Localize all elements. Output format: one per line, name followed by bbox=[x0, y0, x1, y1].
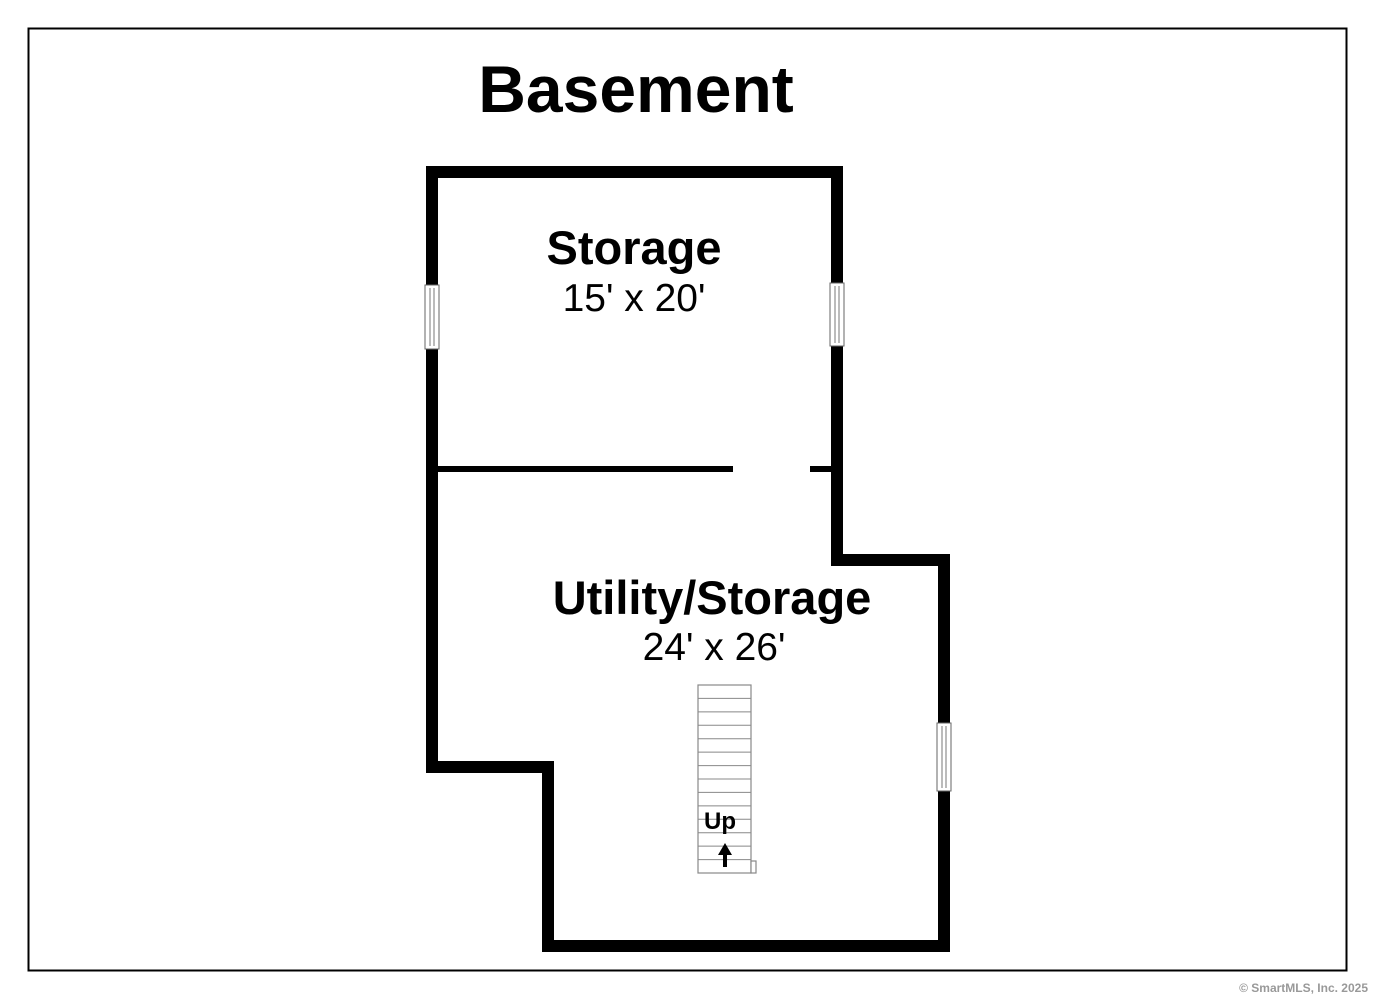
room-name: Utility/Storage bbox=[553, 571, 872, 624]
room-utility-storage: Utility/Storage 24' x 26' bbox=[553, 571, 872, 669]
room-dimensions: 24' x 26' bbox=[643, 626, 786, 669]
stair-landing-tab bbox=[750, 860, 757, 874]
arrow-up-icon bbox=[718, 843, 732, 867]
stairs: Up bbox=[697, 684, 757, 874]
stairs-label: Up bbox=[704, 808, 736, 835]
window-utility bbox=[936, 722, 952, 792]
page-border bbox=[27, 27, 1348, 972]
room-dimensions: 15' x 20' bbox=[563, 277, 706, 320]
window-right bbox=[829, 282, 845, 347]
window-left bbox=[424, 284, 440, 350]
copyright: © SmartMLS, Inc. 2025 bbox=[1239, 981, 1368, 995]
floor-title: Basement bbox=[478, 52, 793, 126]
room-storage: Storage 15' x 20' bbox=[547, 221, 722, 320]
room-name: Storage bbox=[547, 221, 722, 274]
